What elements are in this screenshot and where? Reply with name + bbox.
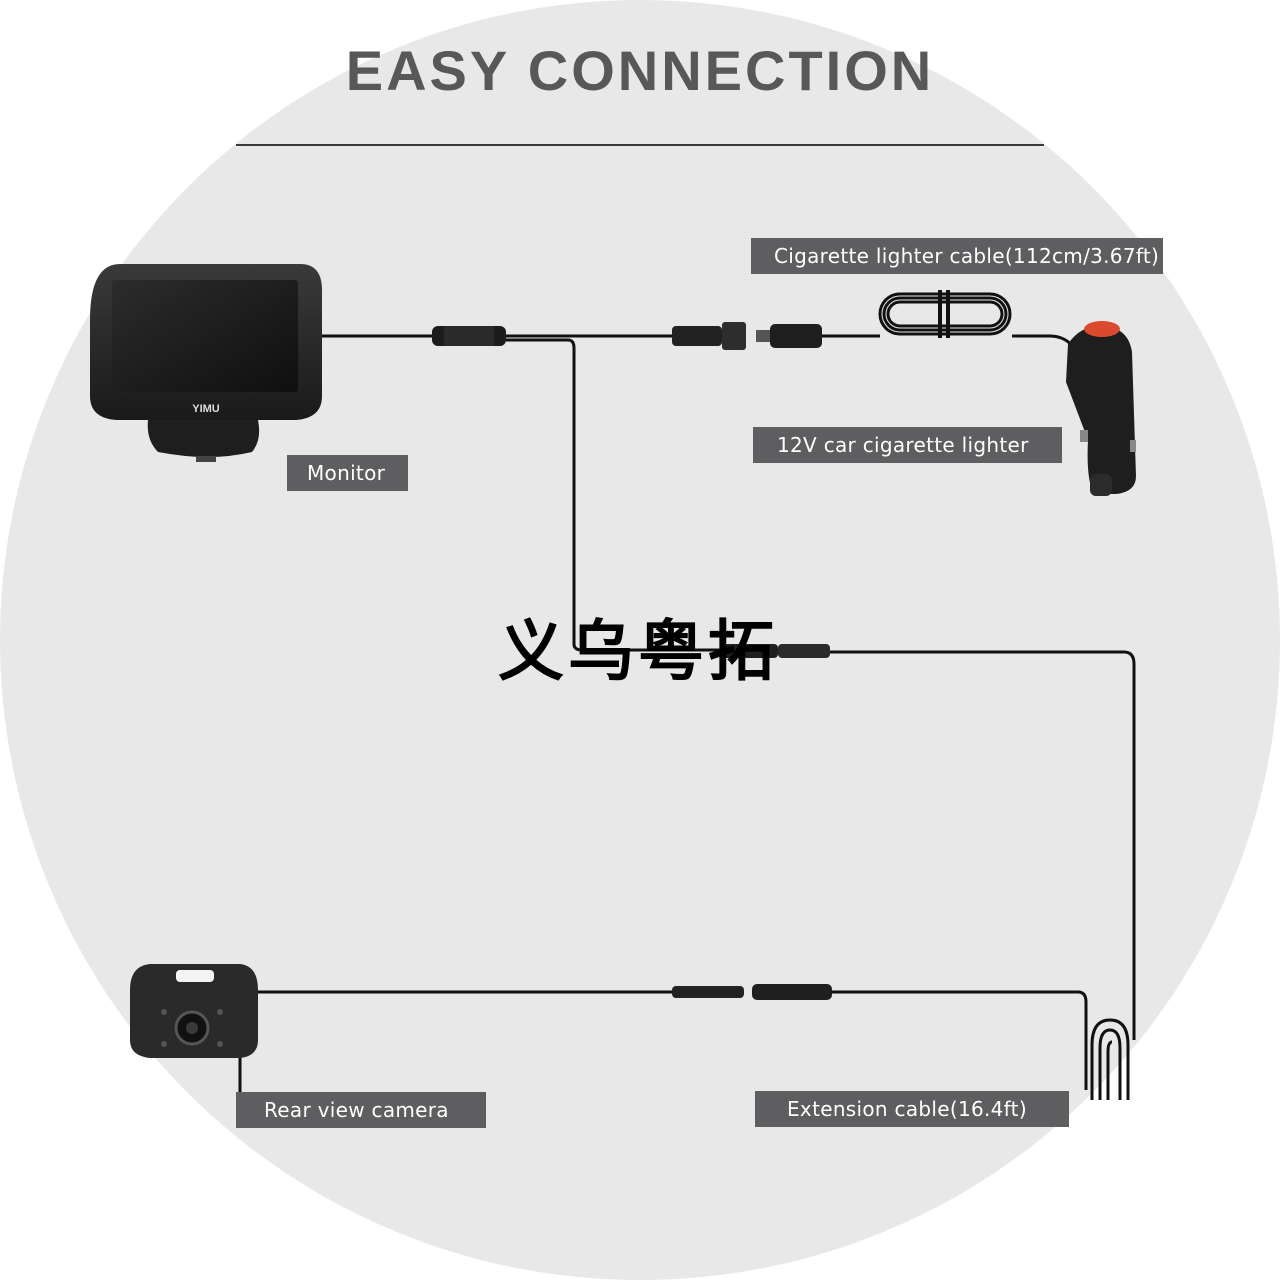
splitter-connector [432,326,506,346]
label-monitor: Monitor [287,455,408,491]
cables [238,334,1136,1092]
camera-connector [672,984,832,1000]
label-cigarette-cable: Cigarette lighter cable(112cm/3.67ft) [751,238,1163,274]
watermark-text: 义乌粤拓 [498,613,778,690]
label-lighter: 12V car cigarette lighter [753,427,1062,463]
monitor-screen [112,280,298,392]
title-divider [236,144,1044,146]
label-rear-camera: Rear view camera [236,1092,486,1128]
cable-coil [878,290,1012,338]
camera-light-bar [176,970,214,982]
cigarette-lighter-plug [1066,321,1136,496]
power-female-connector [672,322,746,350]
rear-camera-device [130,964,258,1058]
extension-coil [1090,1018,1130,1100]
monitor-device [90,264,322,462]
extension-cable-lower [832,990,1088,1090]
video-cable [506,338,720,652]
lighter-button [1084,321,1120,337]
extension-cable-upper [830,650,1136,1040]
label-extension-cable: Extension cable(16.4ft) [755,1091,1069,1127]
page-title: EASY CONNECTION [345,39,935,102]
video-connector [720,644,830,658]
power-male-plug [756,324,822,348]
monitor-brand: YIMU [192,403,220,415]
